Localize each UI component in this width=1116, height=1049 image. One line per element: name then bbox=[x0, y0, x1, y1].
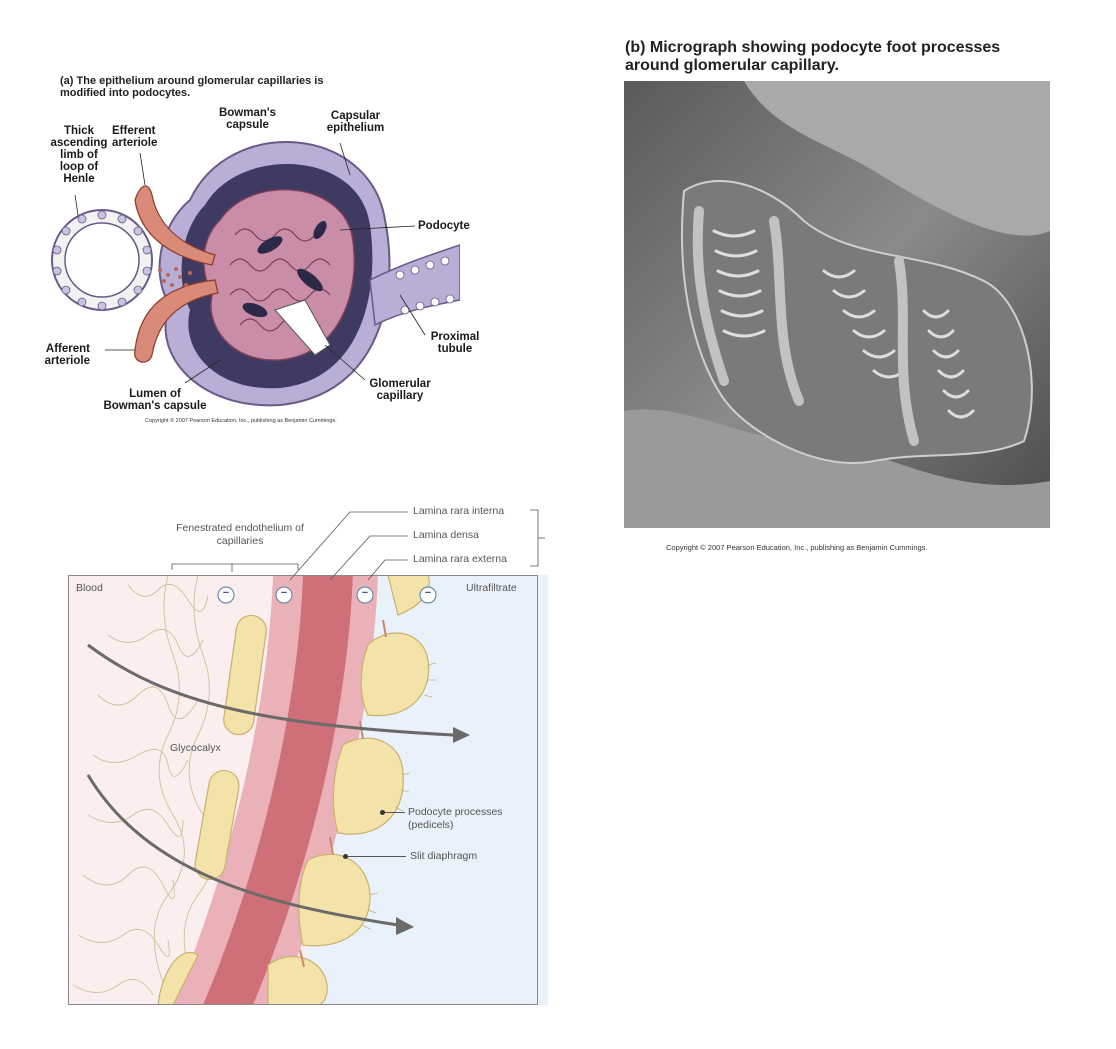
leader-line bbox=[348, 856, 406, 857]
lamina-rara-externa bbox=[253, 575, 378, 1005]
charge-symbol: − bbox=[222, 587, 230, 599]
label-lumen: Lumen of Bowman's capsule bbox=[103, 388, 207, 412]
label-lamina-densa: Lamina densa bbox=[413, 529, 479, 541]
pedicel bbox=[360, 632, 430, 717]
charge-symbol: − bbox=[424, 587, 432, 599]
negative-charges bbox=[217, 586, 437, 604]
label-lamina-rara-externa: Lamina rara externa bbox=[413, 553, 507, 565]
afferent-arteriole bbox=[134, 279, 219, 363]
pointer-dot bbox=[380, 810, 385, 815]
label-proximal-tubule: Proximal tubule bbox=[430, 331, 480, 355]
charge-symbol: − bbox=[280, 587, 288, 599]
endothelial-cell bbox=[223, 614, 267, 736]
label-afferent: Afferent arteriole bbox=[44, 343, 90, 367]
label-bowmans-capsule: Bowman's capsule bbox=[218, 107, 277, 131]
endothelial-cell bbox=[194, 770, 240, 880]
panel-b-caption: (b) Micrograph showing podocyte foot pro… bbox=[625, 39, 1001, 74]
label-slit-diaphragm: Slit diaphragm bbox=[410, 850, 478, 862]
label-lamina-rara-interna: Lamina rara interna bbox=[413, 505, 505, 517]
label-fenestrated: Fenestrated endothelium of capillaries bbox=[176, 522, 304, 547]
panel-a-copyright: Copyright © 2007 Pearson Education, Inc.… bbox=[145, 418, 337, 424]
panel-b-copyright: Copyright © 2007 Pearson Education, Inc.… bbox=[666, 543, 928, 552]
panel-a-caption: (a) The epithelium around glomerular cap… bbox=[60, 75, 324, 99]
lamina-densa bbox=[203, 575, 353, 1005]
panel-c-leaders bbox=[171, 509, 545, 581]
label-podocyte: Podocyte bbox=[418, 220, 470, 232]
capillary-cut bbox=[274, 299, 331, 356]
label-ultrafiltrate: Ultrafiltrate bbox=[466, 582, 517, 594]
micrograph bbox=[624, 81, 1050, 528]
leader-line bbox=[385, 812, 405, 813]
charge-symbol: − bbox=[361, 587, 369, 599]
pedicel bbox=[332, 737, 404, 835]
glomerulus-illustration bbox=[51, 141, 460, 407]
efferent-arteriole bbox=[134, 185, 216, 266]
label-glycocalyx: Glycocalyx bbox=[170, 742, 221, 754]
label-glomerular-capillary: Glomerular capillary bbox=[369, 378, 431, 402]
lamina-rara-interna bbox=[173, 575, 318, 1005]
label-blood: Blood bbox=[76, 582, 103, 594]
pointer-dot bbox=[343, 854, 348, 859]
pedicel bbox=[298, 853, 371, 947]
label-thick-ascending: Thick ascending limb of loop of Henle bbox=[50, 125, 108, 185]
filtration-barrier-diagram bbox=[68, 575, 548, 1005]
label-podocyte-processes: Podocyte processes (pedicels) bbox=[408, 806, 503, 831]
proximal-tubule bbox=[369, 244, 460, 327]
label-capsular-epithelium: Capsular epithelium bbox=[326, 110, 385, 134]
label-efferent: Efferent arteriole bbox=[112, 125, 158, 149]
